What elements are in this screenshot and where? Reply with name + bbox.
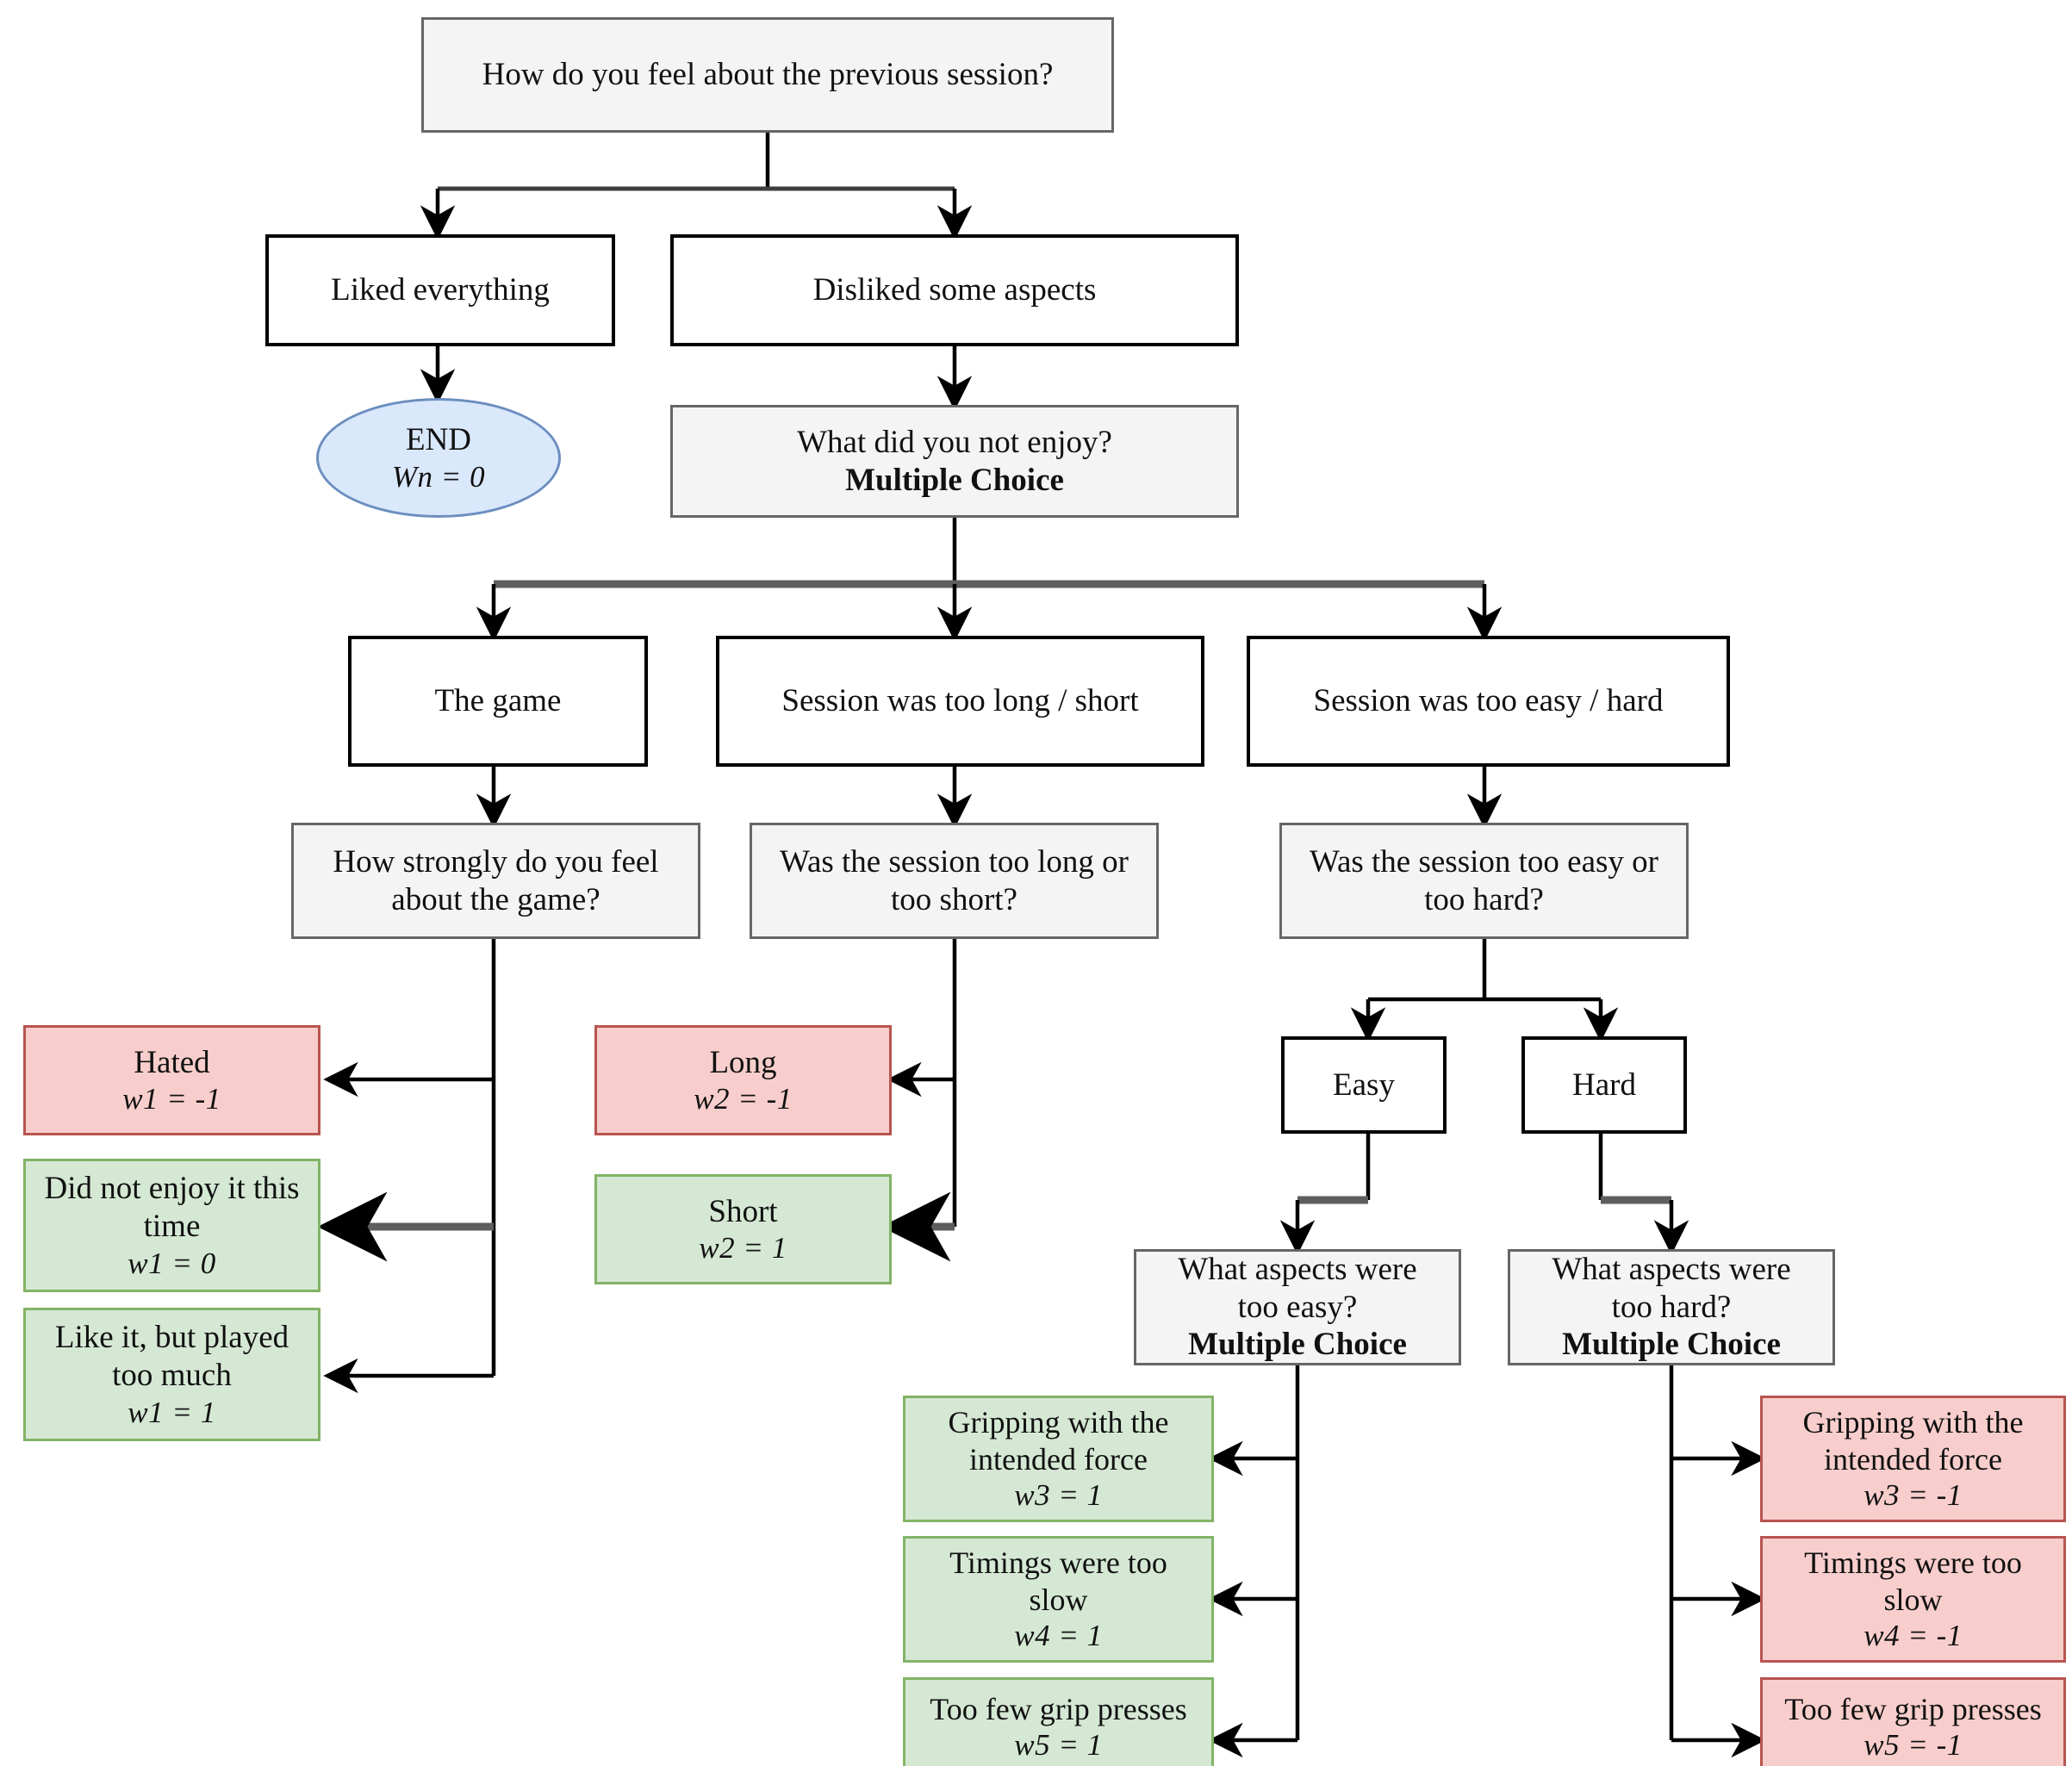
end-label: END [405,422,472,458]
node-hard-timings-slow[interactable]: Timings were too slow w4 = -1 [1760,1536,2066,1663]
did-not-enjoy-line2: time [143,1208,201,1244]
node-root-question[interactable]: How do you feel about the previous sessi… [421,17,1114,133]
easy-gripping-line2: intended force [969,1441,1148,1477]
hard-timings-line2: slow [1883,1582,1943,1617]
hard-gripping-line2: intended force [1824,1441,2002,1477]
node-hard[interactable]: Hard [1521,1036,1687,1134]
too-hard-aspects-line1: What aspects were [1552,1252,1791,1288]
easy-timings-weight: w4 = 1 [1014,1619,1103,1653]
node-did-not-enjoy-this-time[interactable]: Did not enjoy it this time w1 = 0 [23,1159,320,1292]
did-not-enjoy-line1: Did not enjoy it this [44,1171,300,1207]
easy-timings-line1: Timings were too [949,1545,1167,1581]
node-easy-too-few-grip-presses[interactable]: Too few grip presses w5 = 1 [903,1677,1214,1766]
how-strongly-line2: about the game? [391,881,600,917]
easy-or-hard-line1: Was the session too easy or [1310,843,1658,880]
hard-timings-line1: Timings were too [1804,1545,2022,1581]
node-session-too-easy-hard[interactable]: Session was too easy / hard [1247,636,1730,767]
node-disliked-some-aspects[interactable]: Disliked some aspects [670,234,1239,346]
too-easy-hard-label: Session was too easy / hard [1313,683,1664,719]
long-label: Long [709,1044,777,1080]
root-question-label: How do you feel about the previous sessi… [482,57,1054,93]
easy-timings-line2: slow [1029,1582,1088,1617]
liked-everything-label: Liked everything [331,272,550,308]
long-or-short-line2: too short? [891,881,1017,917]
long-or-short-line1: Was the session too long or [779,843,1129,880]
node-short[interactable]: Short w2 = 1 [594,1174,892,1284]
node-session-too-long-short[interactable]: Session was too long / short [716,636,1204,767]
node-easy-or-hard-question[interactable]: Was the session too easy or too hard? [1279,823,1689,939]
too-easy-aspects-line1: What aspects were [1178,1252,1417,1288]
like-it-but-line1: Like it, but played [54,1320,289,1356]
like-it-but-weight: w1 = 1 [128,1395,216,1429]
how-strongly-line1: How strongly do you feel [333,843,659,880]
node-the-game[interactable]: The game [348,636,648,767]
node-long[interactable]: Long w2 = -1 [594,1025,892,1135]
hard-gripping-weight: w3 = -1 [1864,1478,1963,1513]
node-what-did-you-not-enjoy[interactable]: What did you not enjoy? Multiple Choice [670,405,1239,518]
hard-label: Hard [1572,1066,1636,1103]
long-weight: w2 = -1 [694,1082,793,1116]
node-hated[interactable]: Hated w1 = -1 [23,1025,320,1135]
hated-weight: w1 = -1 [122,1082,221,1116]
node-liked-everything[interactable]: Liked everything [265,234,615,346]
disliked-some-aspects-label: Disliked some aspects [812,272,1097,308]
too-easy-aspects-subtitle: Multiple Choice [1188,1327,1407,1363]
hated-label: Hated [134,1044,210,1080]
node-hard-gripping-intended-force[interactable]: Gripping with the intended force w3 = -1 [1760,1396,2066,1522]
easy-gripping-line1: Gripping with the [948,1405,1169,1440]
not-enjoy-subtitle: Multiple Choice [845,462,1064,498]
easy-grip-presses-label: Too few grip presses [930,1691,1187,1726]
too-easy-aspects-line2: too easy? [1237,1289,1358,1325]
node-end[interactable]: END Wn = 0 [316,398,561,518]
node-hard-too-few-grip-presses[interactable]: Too few grip presses w5 = -1 [1760,1677,2066,1766]
hard-grip-presses-label: Too few grip presses [1784,1691,2042,1726]
did-not-enjoy-weight: w1 = 0 [128,1246,216,1280]
node-what-aspects-too-hard[interactable]: What aspects were too hard? Multiple Cho… [1508,1249,1835,1365]
too-hard-aspects-subtitle: Multiple Choice [1562,1327,1781,1363]
hard-timings-weight: w4 = -1 [1864,1619,1963,1653]
easy-grip-presses-weight: w5 = 1 [1014,1728,1103,1763]
end-weight: Wn = 0 [391,459,486,494]
node-easy-gripping-intended-force[interactable]: Gripping with the intended force w3 = 1 [903,1396,1214,1522]
short-label: Short [708,1193,778,1229]
node-how-strongly-question[interactable]: How strongly do you feel about the game? [291,823,700,939]
too-long-short-label: Session was too long / short [781,683,1139,719]
short-weight: w2 = 1 [699,1231,787,1265]
node-easy-timings-slow[interactable]: Timings were too slow w4 = 1 [903,1536,1214,1663]
easy-or-hard-line2: too hard? [1424,881,1544,917]
easy-gripping-weight: w3 = 1 [1014,1478,1103,1513]
the-game-label: The game [434,683,562,719]
node-like-it-but-played-too-much[interactable]: Like it, but played too much w1 = 1 [23,1308,320,1441]
too-hard-aspects-line2: too hard? [1611,1289,1732,1325]
not-enjoy-label: What did you not enjoy? [797,424,1112,460]
node-long-or-short-question[interactable]: Was the session too long or too short? [750,823,1159,939]
hard-gripping-line1: Gripping with the [1802,1405,2024,1440]
node-easy[interactable]: Easy [1281,1036,1447,1134]
hard-grip-presses-weight: w5 = -1 [1864,1728,1963,1763]
like-it-but-line2: too much [112,1357,232,1393]
node-what-aspects-too-easy[interactable]: What aspects were too easy? Multiple Cho… [1134,1249,1461,1365]
easy-label: Easy [1333,1066,1395,1103]
